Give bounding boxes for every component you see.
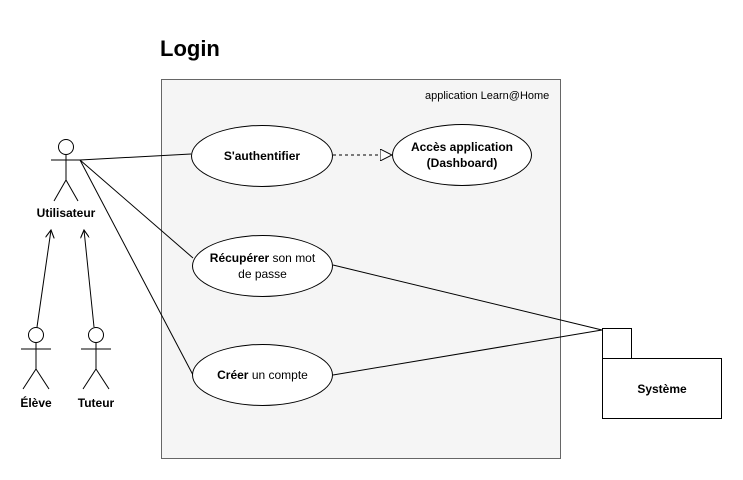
create-system-association [332,329,603,376]
use-case-authenticate-label: S'authentifier [223,149,301,163]
tutor-actor-figure [81,327,111,390]
create-rest: un compte [248,368,308,382]
tutor-actor-label: Tuteur [77,396,115,410]
use-case-recover-password[interactable]: Récupérer son mot de passe [192,235,333,297]
recover-bold: Récupérer [209,251,270,265]
student-generalization-arrow [36,230,51,328]
user-actor-figure [51,139,81,202]
recover-system-association [332,264,603,331]
diagram-title: Login [160,36,220,61]
student-actor-label: Élève [20,396,52,410]
use-case-access-app[interactable]: Accès application (Dashboard) [392,124,532,186]
system-package[interactable]: Système [602,358,722,419]
system-package-tab [602,328,632,359]
create-bold: Créer [217,368,249,382]
student-actor-figure [21,327,51,390]
user-actor-label: Utilisateur [36,206,96,220]
recover-rest: son mot [269,251,316,265]
user-recover-association [79,159,194,259]
use-case-access-app-label: Accès application (Dashboard) [403,139,521,171]
user-auth-association [79,153,192,161]
system-boundary-label: application Learn@Home [425,90,550,102]
access-line1: Accès application [410,140,514,154]
use-case-recover-password-label: Récupérer son mot de passe [202,250,323,282]
use-case-create-account-label: Créer un compte [209,367,316,383]
recover-line2: de passe [238,267,287,281]
use-case-create-account[interactable]: Créer un compte [192,344,333,406]
access-line2: (Dashboard) [426,156,498,170]
user-create-association [79,159,194,376]
tutor-generalization-arrow [84,230,95,328]
use-case-authenticate[interactable]: S'authentifier [191,125,333,187]
system-label: Système [637,381,687,396]
